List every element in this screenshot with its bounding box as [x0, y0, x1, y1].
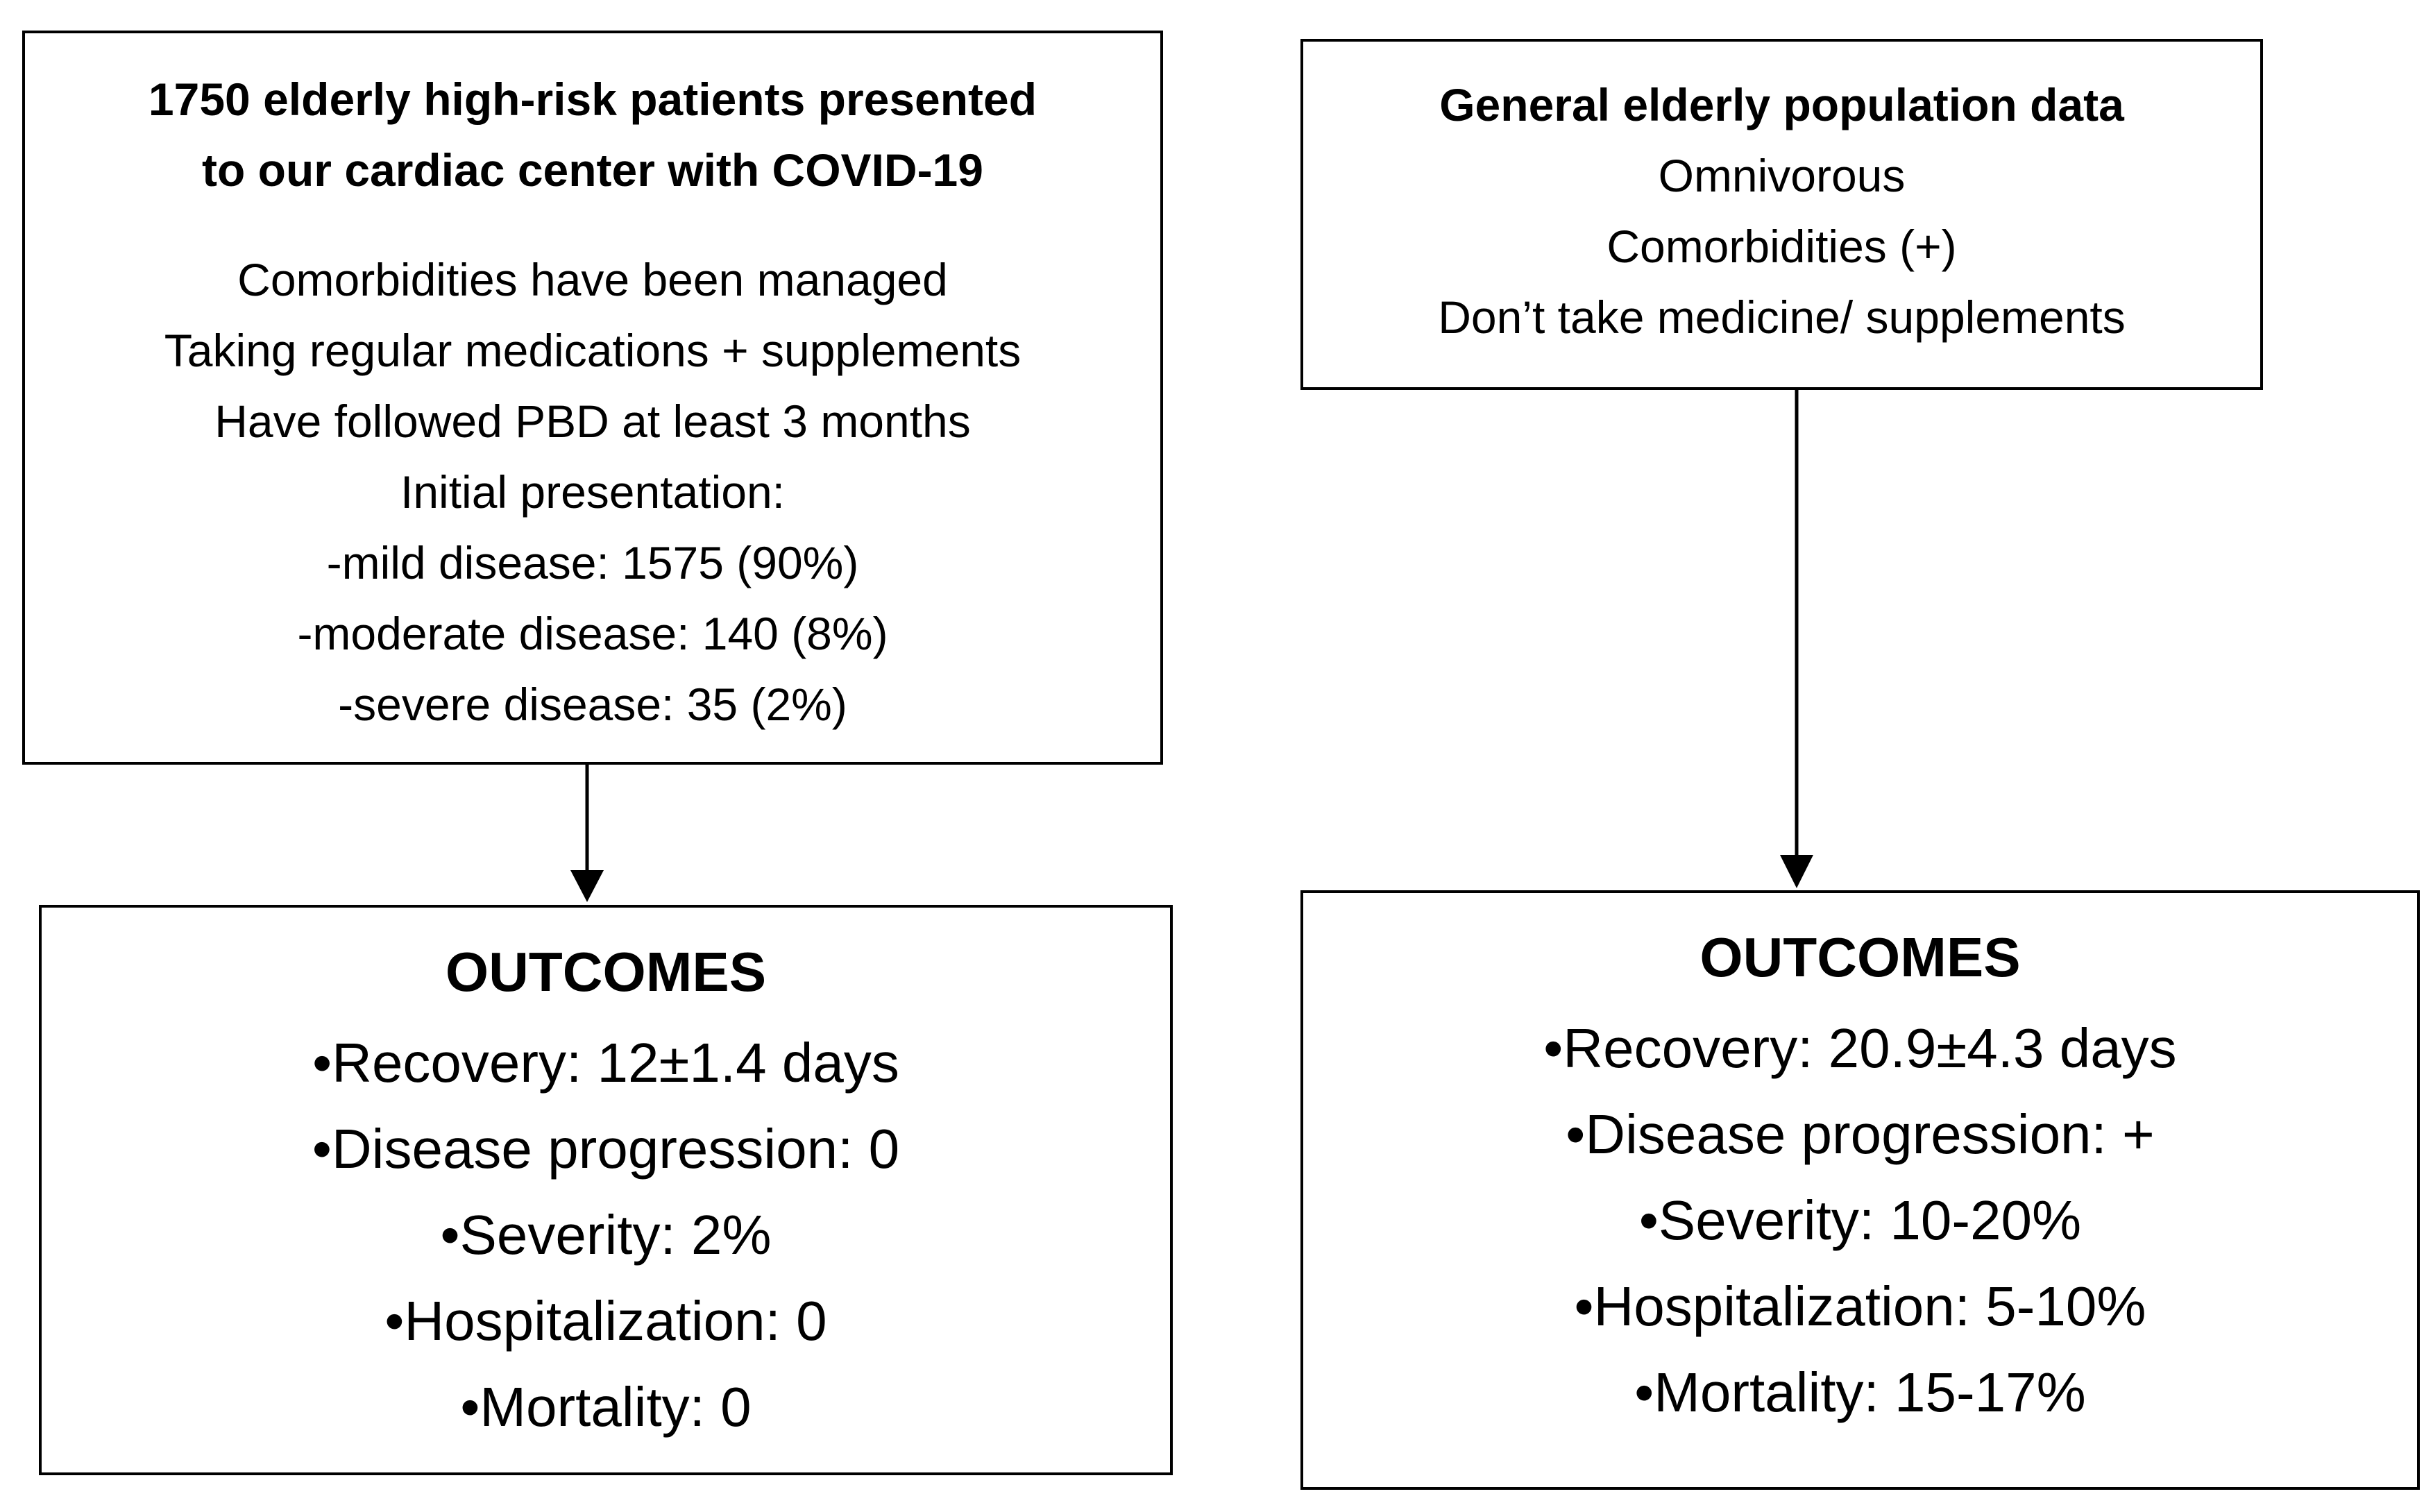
general-detail-comorbidities: Comorbidities (+) [1607, 221, 1957, 272]
cohort-detail-severe: -severe disease: 35 (2%) [338, 679, 847, 730]
general-outcome-hospitalization: •Hospitalization: 5-10% [1574, 1275, 2146, 1337]
general-title: General elderly population data [1439, 79, 2124, 130]
cohort-outcome-mortality: •Mortality: 0 [460, 1376, 752, 1438]
cohort-outcome-severity: •Severity: 2% [440, 1204, 772, 1266]
cohort-outcome-recovery: •Recovery: 12±1.4 days [312, 1032, 899, 1094]
cohort-outcomes-title: OUTCOMES [445, 941, 767, 1003]
cohort-detail-mild: -mild disease: 1575 (90%) [326, 537, 859, 588]
cohort-title-line-1: 1750 elderly high-risk patients presente… [148, 74, 1037, 125]
arrow-general-to-outcomes [1780, 389, 1813, 888]
arrow-cohort-to-outcomes [570, 765, 604, 902]
cohort-outcomes-box: OUTCOMES •Recovery: 12±1.4 days •Disease… [39, 905, 1173, 1475]
cohort-outcome-progression: •Disease progression: 0 [312, 1118, 900, 1180]
general-outcome-recovery: •Recovery: 20.9±4.3 days [1543, 1017, 2177, 1079]
general-outcomes-box: OUTCOMES •Recovery: 20.9±4.3 days •Disea… [1300, 890, 2420, 1490]
general-outcome-severity: •Severity: 10-20% [1638, 1189, 2082, 1251]
cohort-detail-initial-presentation: Initial presentation: [400, 466, 785, 518]
cohort-detail-medications: Taking regular medications + supplements [164, 325, 1021, 376]
cohort-outcome-hospitalization: •Hospitalization: 0 [384, 1290, 827, 1352]
cohort-box: 1750 elderly high-risk patients presente… [22, 31, 1163, 765]
cohort-title-line-2: to our cardiac center with COVID-19 [202, 144, 983, 196]
general-detail-medicine: Don’t take medicine/ supplements [1438, 291, 2126, 343]
general-outcomes-title: OUTCOMES [1699, 926, 2021, 988]
general-outcome-mortality: •Mortality: 15-17% [1634, 1361, 2086, 1423]
general-outcome-progression: •Disease progression: + [1566, 1103, 2155, 1165]
cohort-detail-pbd: Have followed PBD at least 3 months [214, 396, 971, 447]
general-population-box: General elderly population data Omnivoro… [1300, 39, 2263, 390]
cohort-detail-comorbidities: Comorbidities have been managed [237, 254, 948, 305]
cohort-detail-moderate: -moderate disease: 140 (8%) [297, 608, 888, 659]
general-detail-omnivorous: Omnivorous [1658, 150, 1906, 201]
